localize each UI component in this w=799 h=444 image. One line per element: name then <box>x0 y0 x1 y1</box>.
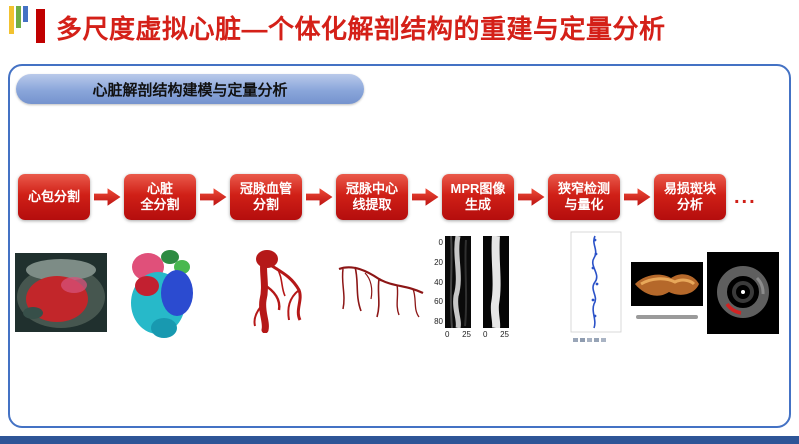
flow-arrow-icon <box>90 188 124 207</box>
flow-step-plaque-analysis: 易损斑块 分析 <box>654 174 726 220</box>
flow-step-pericardium-segmentation: 心包分割 <box>18 174 90 220</box>
accent-bar-green <box>16 6 21 28</box>
fig-heart-segmentation <box>118 243 200 346</box>
mpr-strip-left <box>445 236 471 328</box>
flow-ellipsis: ... <box>734 185 757 208</box>
flow-arrow-icon <box>196 188 230 207</box>
slide-title: 多尺度虚拟心脏—个体化解剖结构的重建与定量分析 <box>56 14 666 44</box>
flow-step-whole-heart-segmentation: 心脏 全分割 <box>124 174 196 220</box>
flowchart-row: 心包分割 心脏 全分割 冠脉血管 分割 冠脉中心 线提取 MPR图像 生成 狭窄… <box>18 172 757 222</box>
mpr-strip-right <box>483 236 509 328</box>
mpr-x-tick: 0 <box>445 330 450 339</box>
flow-arrow-icon <box>620 188 654 207</box>
fig-plaque-vessel <box>631 262 703 319</box>
fig-centerline-extraction <box>333 255 429 327</box>
flow-arrow-icon <box>514 188 548 207</box>
mpr-y-axis: 0 20 40 60 80 <box>431 238 445 326</box>
fig-stenosis-plot <box>563 228 627 353</box>
fig-plaque-oct <box>707 252 779 339</box>
mpr-x-tick: 25 <box>462 330 471 339</box>
fig-mpr-image: 0 20 40 60 80 0 25 <box>431 236 531 342</box>
flow-step-stenosis-detection: 狭窄检测 与量化 <box>548 174 620 220</box>
mpr-y-tick: 80 <box>434 317 443 326</box>
flow-step-centerline-extraction: 冠脉中心 线提取 <box>336 174 408 220</box>
fig-pericardium-segmentation <box>15 253 107 337</box>
figure-caption-line <box>636 315 698 319</box>
flow-step-coronary-vessel-segmentation: 冠脉血管 分割 <box>230 174 302 220</box>
flow-arrow-icon <box>408 188 442 207</box>
mpr-y-tick: 60 <box>434 297 443 307</box>
accent-bar-red <box>36 9 45 43</box>
section-banner: 心脏解剖结构建模与定量分析 <box>16 74 364 104</box>
header-accent-bars <box>9 6 49 46</box>
mpr-y-tick: 0 <box>438 238 443 247</box>
flow-arrow-icon <box>302 188 336 207</box>
mpr-y-tick: 40 <box>434 277 443 287</box>
accent-bar-yellow <box>9 6 14 34</box>
bottom-bar <box>0 436 799 444</box>
accent-bar-blue <box>23 6 28 22</box>
mpr-x-tick: 0 <box>483 330 488 339</box>
mpr-x-tick: 25 <box>500 330 509 339</box>
content-panel: 心脏解剖结构建模与定量分析 心包分割 心脏 全分割 冠脉血管 分割 冠脉中心 线… <box>8 64 791 428</box>
fig-coronary-segmentation <box>237 248 305 338</box>
mpr-y-tick: 20 <box>434 257 443 267</box>
flow-step-mpr-generation: MPR图像 生成 <box>442 174 514 220</box>
